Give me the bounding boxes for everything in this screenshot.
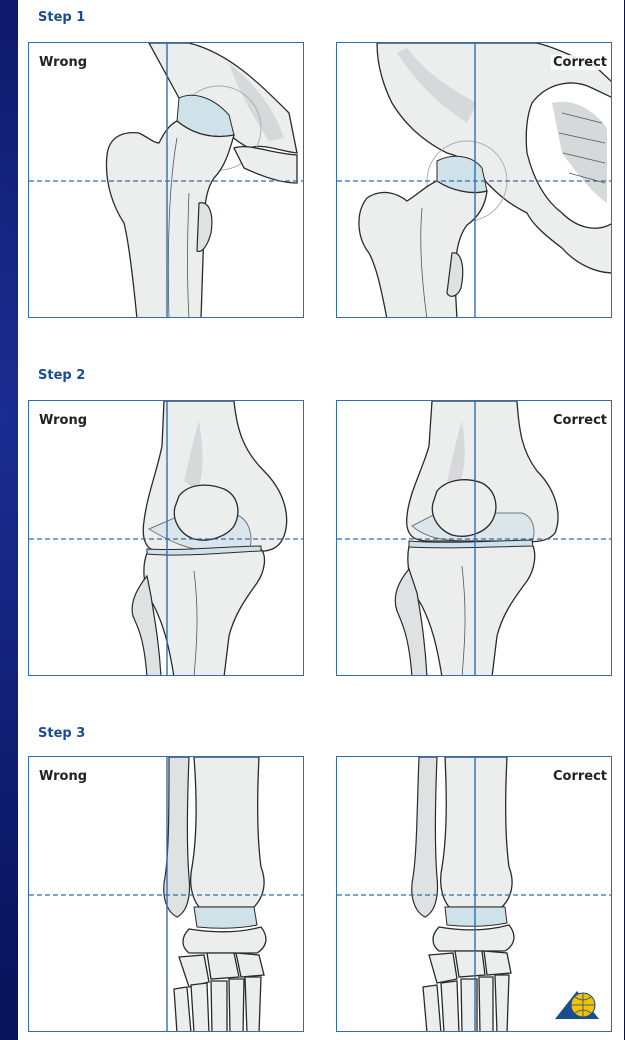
step-3-wrong-panel: Wrong bbox=[28, 756, 304, 1032]
ankle-wrong-illustration bbox=[29, 757, 304, 1032]
knee-correct-illustration bbox=[337, 401, 612, 676]
step-3-wrong-label: Wrong bbox=[37, 769, 89, 784]
step-1-correct-panel: Correct bbox=[336, 42, 612, 318]
step-3-correct-label: Correct bbox=[551, 769, 609, 784]
step-2-wrong-label: Wrong bbox=[37, 413, 89, 428]
knee-wrong-illustration bbox=[29, 401, 304, 676]
step-1-wrong-label: Wrong bbox=[37, 55, 89, 70]
step-1-wrong-panel: Wrong bbox=[28, 42, 304, 318]
hip-wrong-illustration bbox=[29, 43, 304, 318]
step-1-label: Step 1 bbox=[38, 10, 85, 25]
step-2-correct-panel: Correct bbox=[336, 400, 612, 676]
step-3-correct-panel: Correct bbox=[336, 756, 612, 1032]
step-2-label: Step 2 bbox=[38, 368, 85, 383]
ao-globe-logo bbox=[555, 991, 599, 1019]
ankle-correct-illustration bbox=[337, 757, 612, 1032]
step-2-wrong-panel: Wrong bbox=[28, 400, 304, 676]
step-2-correct-label: Correct bbox=[551, 413, 609, 428]
step-1-correct-label: Correct bbox=[551, 55, 609, 70]
hip-correct-illustration bbox=[337, 43, 612, 318]
instruction-sheet: Step 1 Wrong bbox=[18, 0, 624, 1040]
step-3-label: Step 3 bbox=[38, 726, 85, 741]
